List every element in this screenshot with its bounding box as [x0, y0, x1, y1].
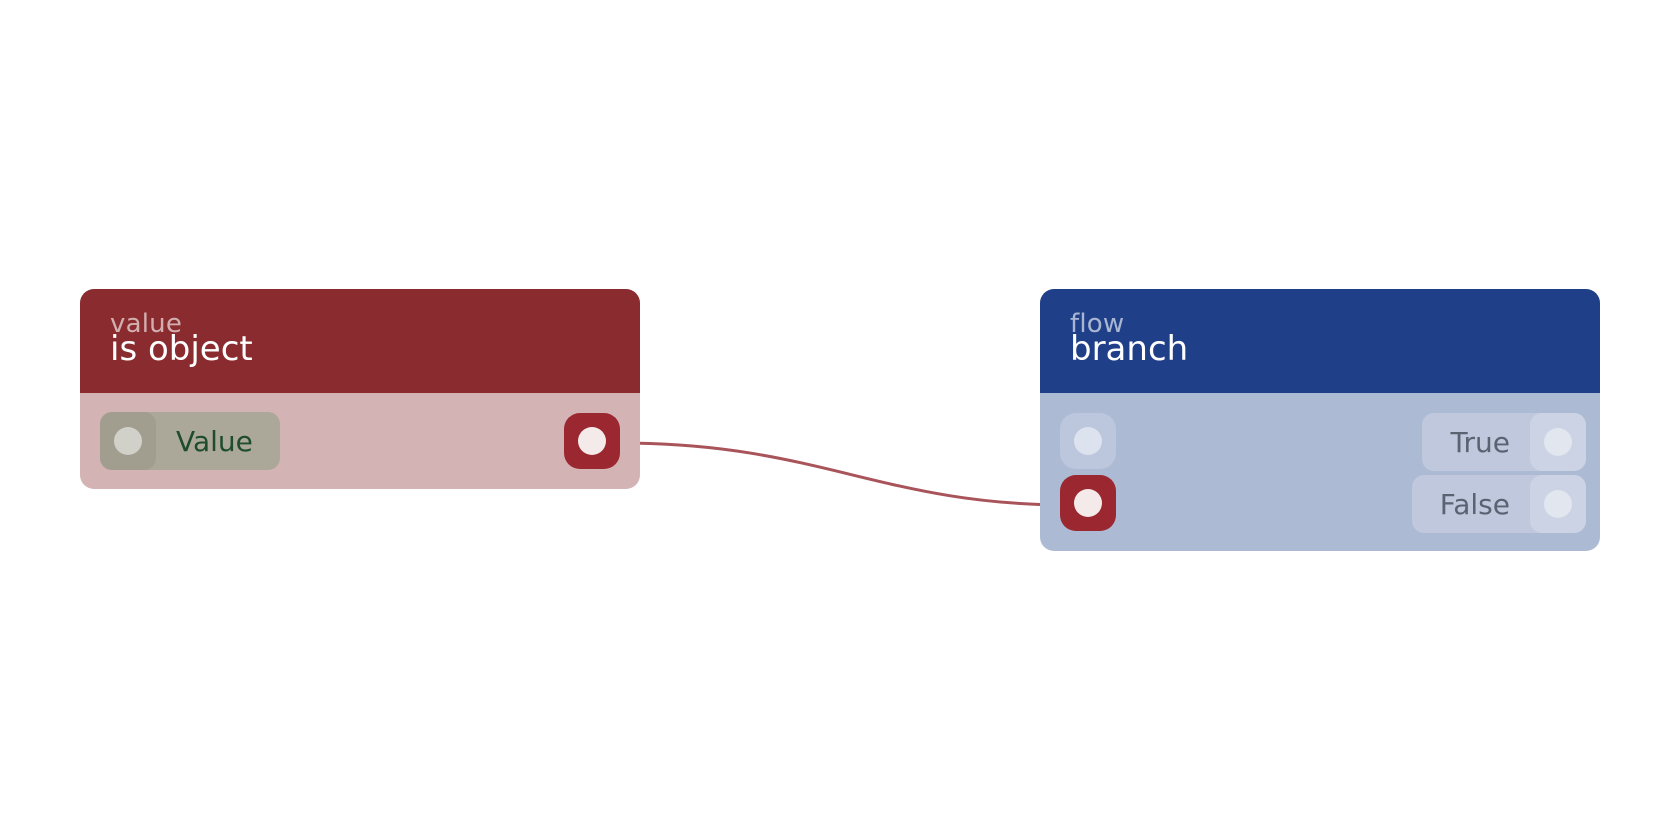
socket-dot-icon	[1074, 489, 1102, 517]
node-body: Value	[80, 393, 640, 489]
connection-wire-is-object-to-branch[interactable]	[619, 441, 1070, 507]
output-socket-result[interactable]	[564, 413, 620, 469]
node-header[interactable]: flow branch	[1040, 289, 1600, 393]
output-socket-true[interactable]	[1530, 413, 1586, 471]
input-socket-flow[interactable]	[1060, 413, 1116, 469]
socket-dot-icon	[114, 427, 142, 455]
output-port-label: True	[1450, 425, 1510, 459]
node-is-object[interactable]: value is object Value	[80, 289, 640, 489]
output-port-true[interactable]: True	[1422, 413, 1586, 471]
input-port-value[interactable]: Value	[100, 412, 280, 470]
socket-dot-icon	[1074, 427, 1102, 455]
output-socket-false[interactable]	[1530, 475, 1586, 533]
input-port-label: Value	[176, 424, 253, 458]
input-socket-condition[interactable]	[1060, 475, 1116, 531]
node-title: is object	[110, 329, 253, 369]
node-category-label: flow	[1070, 309, 1125, 339]
output-port-false[interactable]: False	[1412, 475, 1586, 533]
output-port-label: False	[1439, 487, 1510, 521]
node-header[interactable]: value is object	[80, 289, 640, 393]
input-socket-value[interactable]	[100, 412, 156, 470]
socket-dot-icon	[578, 427, 606, 455]
node-branch[interactable]: flow branch	[1040, 289, 1600, 551]
node-category-label: value	[110, 309, 183, 339]
socket-dot-icon	[1544, 490, 1572, 518]
node-title: branch	[1070, 329, 1189, 369]
socket-dot-icon	[1544, 428, 1572, 456]
node-body	[1040, 393, 1600, 551]
